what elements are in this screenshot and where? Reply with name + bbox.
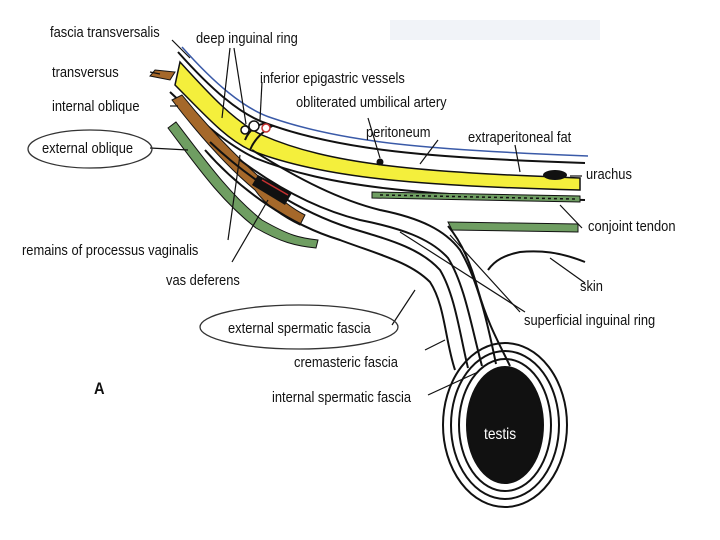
external-spermatic-fascia-highlight-ellipse xyxy=(199,304,399,350)
superficial-ring-aponeurosis xyxy=(447,221,579,233)
label-extraperitoneal-fat: extraperitoneal fat xyxy=(468,129,572,146)
cord-layer xyxy=(447,225,511,367)
conjoint-tendon-stripes xyxy=(379,194,576,200)
vas-deferens-highlight xyxy=(261,179,289,196)
label-testis: testis xyxy=(484,426,517,443)
label-skin: skin xyxy=(580,278,603,295)
fascia-transversalis-line xyxy=(177,51,586,164)
epigastric-vessel xyxy=(248,120,260,132)
scrotal-layer xyxy=(458,358,552,492)
label-peritoneum: peritoneum xyxy=(366,124,431,141)
label-transversus: transversus xyxy=(52,64,119,81)
label-urachus: urachus xyxy=(586,166,632,183)
label-internal-oblique: internal oblique xyxy=(52,98,140,115)
label-conjoint-tendon: conjoint tendon xyxy=(588,218,676,235)
vas-deferens-mark xyxy=(252,175,292,205)
leader-lines xyxy=(149,39,586,396)
label-superficial-inguinal-ring: superficial inguinal ring xyxy=(524,312,656,329)
urachus-mark xyxy=(543,170,567,180)
panel-letter: A xyxy=(94,379,105,398)
label-cremasteric-fascia: cremasteric fascia xyxy=(294,354,398,371)
external-oblique-aponeurosis xyxy=(167,121,319,249)
extraperitoneal-fat-layer xyxy=(174,60,581,191)
label-external-oblique: external oblique xyxy=(42,140,134,157)
cord-layer xyxy=(204,149,456,371)
label-obliterated-umbilical-artery: obliterated umbilical artery xyxy=(296,94,447,111)
label-remains-of-processus-vaginalis: remains of processus vaginalis xyxy=(22,242,199,259)
epigastric-vessel xyxy=(240,125,250,135)
external-oblique-highlight-ellipse xyxy=(27,129,153,169)
umbilical-artery-dot xyxy=(376,158,384,166)
label-inferior-epigastric-vessels: inferior epigastric vessels xyxy=(260,70,405,87)
cord-layer xyxy=(239,159,483,367)
label-fascia-transversalis: fascia transversalis xyxy=(50,24,160,41)
label-deep-inguinal-ring: deep inguinal ring xyxy=(196,30,298,47)
transversus-muscle xyxy=(149,69,176,81)
label-internal-spermatic-fascia: internal spermatic fascia xyxy=(272,389,412,406)
faded-background-text xyxy=(390,20,600,40)
label-external-spermatic-fascia: external spermatic fascia xyxy=(228,320,371,337)
scrotal-layer xyxy=(442,342,568,508)
scrotal-layer xyxy=(450,350,560,500)
epigastric-vessel xyxy=(261,123,271,133)
testis-body xyxy=(466,366,544,484)
label-vas-deferens: vas deferens xyxy=(166,272,240,289)
fascia-transversalis-blue-line xyxy=(181,46,589,157)
skin-line xyxy=(487,250,586,271)
